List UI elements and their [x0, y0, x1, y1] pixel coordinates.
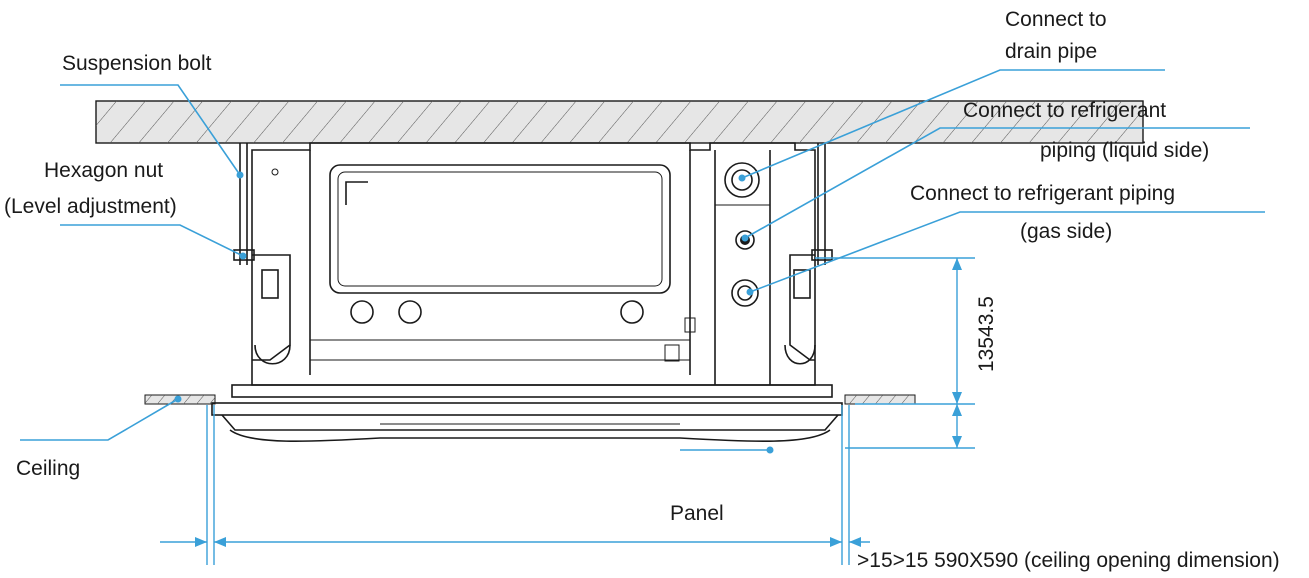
- label-drain-line1: Connect to: [1005, 8, 1107, 31]
- label-suspension-bolt: Suspension bolt: [62, 52, 212, 75]
- dimension-height: [815, 257, 975, 449]
- label-gas-line2: (gas side): [1020, 220, 1112, 243]
- label-liquid-line2: piping (liquid side): [1040, 139, 1209, 162]
- ceiling-slab: [95, 100, 1144, 144]
- label-ceiling: Ceiling: [16, 457, 80, 480]
- label-level-adjustment: (Level adjustment): [4, 195, 177, 218]
- ceiling-board-right: [844, 394, 916, 405]
- dimension-bottom-text: >15>15 590X590 (ceiling opening dimensio…: [857, 549, 1280, 572]
- label-hexagon-nut: Hexagon nut: [44, 159, 163, 182]
- label-drain-line2: drain pipe: [1005, 40, 1097, 63]
- dimension-width: [160, 405, 870, 565]
- panel: [211, 402, 843, 443]
- label-liquid-line1: Connect to refrigerant: [963, 99, 1166, 122]
- indoor-unit: [231, 142, 833, 398]
- label-gas-line1: Connect to refrigerant piping: [910, 182, 1175, 205]
- leaders: [20, 69, 1265, 454]
- dimension-height-text: 13543.5: [975, 296, 998, 372]
- label-panel: Panel: [670, 502, 724, 525]
